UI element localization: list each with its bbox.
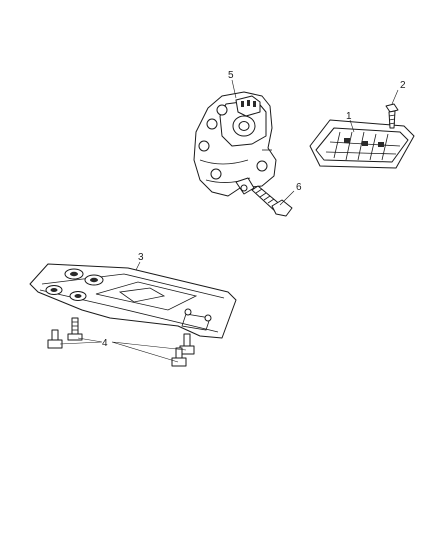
part-4-bolt-left-lower [47,329,63,349]
part-5-actuator-motor [193,91,277,197]
part-4-bolt-right-upper [179,333,195,355]
part-1-filter-module [309,119,415,169]
callout-6: 6 [296,182,302,193]
callout-2: 2 [400,80,406,91]
part-3-skid-plate [29,263,237,339]
part-4-bolt-right-lower [171,347,187,367]
part-4-bolt-left-upper [67,317,83,341]
callout-3: 3 [138,252,144,263]
part-2-screw [385,103,399,129]
callout-1: 1 [346,111,352,122]
part-6-bolt [251,185,293,217]
callout-5: 5 [228,70,234,81]
callout-4: 4 [102,338,108,349]
leader-lines [59,79,399,363]
